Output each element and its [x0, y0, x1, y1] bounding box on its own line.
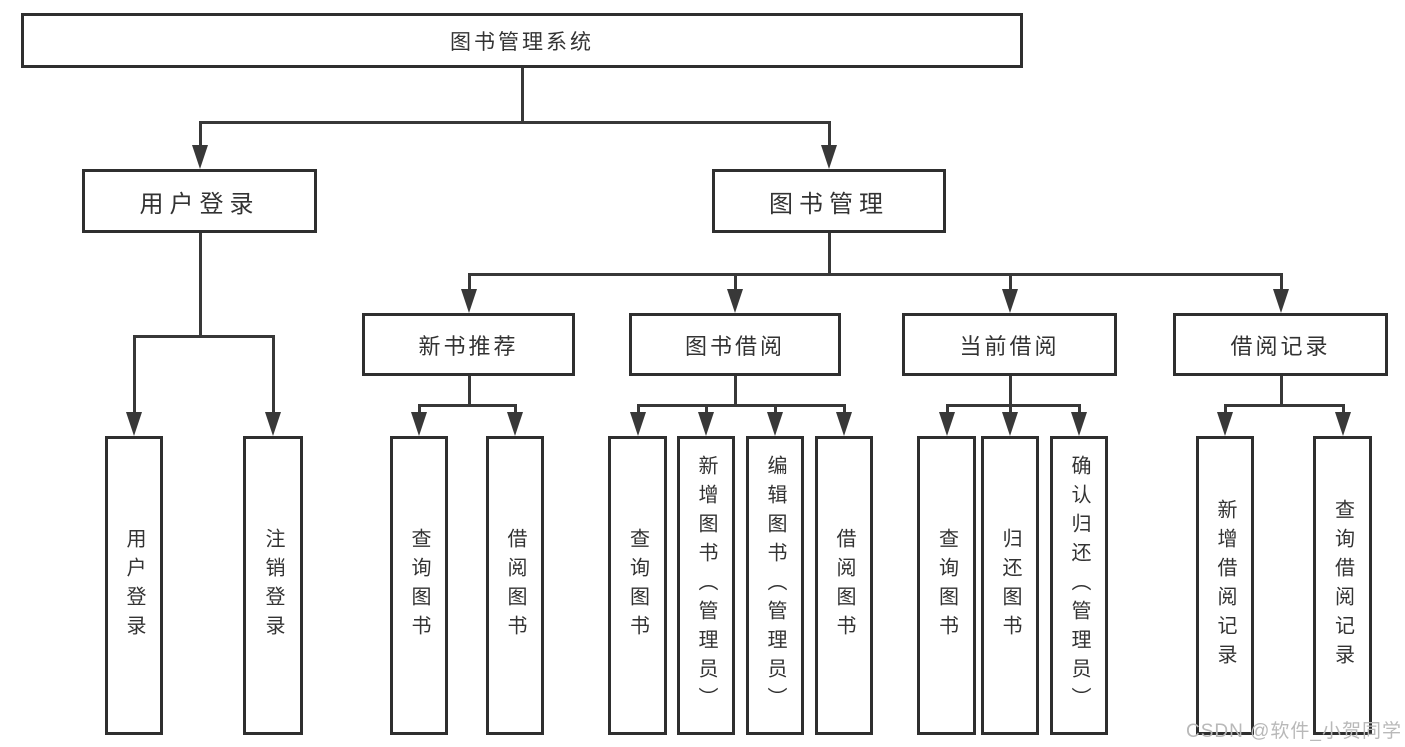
connector-stem: [734, 376, 737, 407]
arrowhead-icon: [1217, 412, 1233, 436]
arrowhead-icon: [1273, 289, 1289, 313]
connector-drop: [705, 404, 708, 418]
node-label: 图书管理: [769, 190, 889, 218]
node-leaf-add-borrow-record: 新增借阅记录: [1196, 436, 1254, 735]
arrowhead-icon: [698, 412, 714, 436]
connector-drop: [272, 335, 275, 418]
node-user-login: 用户登录: [82, 169, 317, 233]
node-leaf-borrow-books-2: 借阅图书: [815, 436, 873, 735]
node-leaf-borrow-books-1: 借阅图书: [486, 436, 544, 735]
arrowhead-icon: [507, 412, 523, 436]
node-label: 归还图书: [999, 527, 1021, 644]
node-leaf-confirm-return: 确认归还（管理员）: [1050, 436, 1108, 735]
arrowhead-icon: [727, 289, 743, 313]
node-label: 查询图书: [408, 527, 430, 644]
node-label: 图书借阅: [684, 333, 785, 359]
node-leaf-user-login: 用户登录: [105, 436, 163, 735]
node-label: 借阅图书: [504, 527, 526, 644]
node-label: 编辑图书（管理员）: [764, 455, 786, 716]
arrowhead-icon: [1002, 412, 1018, 436]
node-label: 用户登录: [123, 527, 145, 644]
node-current-borrow: 当前借阅: [902, 313, 1117, 376]
node-leaf-query-books-3: 查询图书: [917, 436, 976, 735]
connector-stem: [828, 233, 831, 276]
node-root: 图书管理系统: [21, 13, 1023, 68]
node-leaf-edit-book: 编辑图书（管理员）: [746, 436, 804, 735]
connector-drop: [1078, 404, 1081, 418]
connector-drop: [1342, 404, 1345, 418]
node-label: 查询图书: [935, 527, 958, 644]
node-label: 查询图书: [626, 527, 649, 644]
arrowhead-icon: [461, 289, 477, 313]
connector-drop: [1224, 404, 1227, 418]
connector-drop: [133, 335, 136, 418]
node-label: 新增图书（管理员）: [695, 455, 717, 716]
connector-drop: [774, 404, 777, 418]
connector-stem: [521, 68, 524, 124]
connector-drop: [199, 121, 202, 151]
connector-stem: [1009, 376, 1012, 407]
connector-bar: [468, 273, 1283, 276]
connector-drop: [418, 404, 421, 418]
connector-drop: [637, 404, 640, 418]
connector-drop: [468, 273, 471, 295]
node-label: 借阅图书: [833, 527, 855, 644]
arrowhead-icon: [265, 412, 281, 436]
node-label: 借阅记录: [1230, 333, 1331, 359]
arrowhead-icon: [767, 412, 783, 436]
arrowhead-icon: [836, 412, 852, 436]
connector-stem: [468, 376, 471, 407]
node-book-mgmt: 图书管理: [712, 169, 946, 233]
connector-bar: [1224, 404, 1345, 407]
node-borrow-records: 借阅记录: [1173, 313, 1388, 376]
node-leaf-return-book: 归还图书: [981, 436, 1039, 735]
connector-drop: [1009, 273, 1012, 295]
csdn-watermark: CSDN @软件_小贺同学: [1186, 721, 1402, 742]
node-label: 确认归还（管理员）: [1068, 455, 1090, 716]
connector-stem: [1280, 376, 1283, 407]
arrowhead-icon: [192, 145, 208, 169]
node-label: 新书推荐: [418, 333, 519, 359]
arrowhead-icon: [1071, 412, 1087, 436]
connector-drop: [1280, 273, 1283, 295]
connector-bar: [637, 404, 846, 407]
node-label: 新增借阅记录: [1214, 498, 1236, 673]
arrowhead-icon: [1335, 412, 1351, 436]
connector-drop: [734, 273, 737, 295]
node-leaf-query-borrow-record: 查询借阅记录: [1313, 436, 1372, 735]
node-label: 注销登录: [262, 527, 284, 644]
connector-bar: [199, 121, 831, 124]
connector-stem: [199, 233, 202, 338]
connector-drop: [828, 121, 831, 151]
arrowhead-icon: [630, 412, 646, 436]
node-label: 查询借阅记录: [1331, 498, 1354, 673]
arrowhead-icon: [1002, 289, 1018, 313]
connector-drop: [843, 404, 846, 418]
node-book-borrow: 图书借阅: [629, 313, 841, 376]
connector-drop: [1009, 404, 1012, 418]
connector-drop: [514, 404, 517, 418]
arrowhead-icon: [821, 145, 837, 169]
connector-bar: [418, 404, 517, 407]
node-label: 当前借阅: [959, 333, 1060, 359]
node-label: 用户登录: [139, 190, 260, 218]
node-leaf-add-book: 新增图书（管理员）: [677, 436, 735, 735]
node-leaf-query-books-2: 查询图书: [608, 436, 667, 735]
node-leaf-logout: 注销登录: [243, 436, 303, 735]
node-new-book-rec: 新书推荐: [362, 313, 575, 376]
node-label: 图书管理系统: [450, 30, 594, 54]
node-leaf-query-books-1: 查询图书: [390, 436, 448, 735]
connector-drop: [946, 404, 949, 418]
arrowhead-icon: [411, 412, 427, 436]
connector-bar: [946, 404, 1081, 407]
arrowhead-icon: [126, 412, 142, 436]
arrowhead-icon: [939, 412, 955, 436]
connector-bar: [133, 335, 275, 338]
